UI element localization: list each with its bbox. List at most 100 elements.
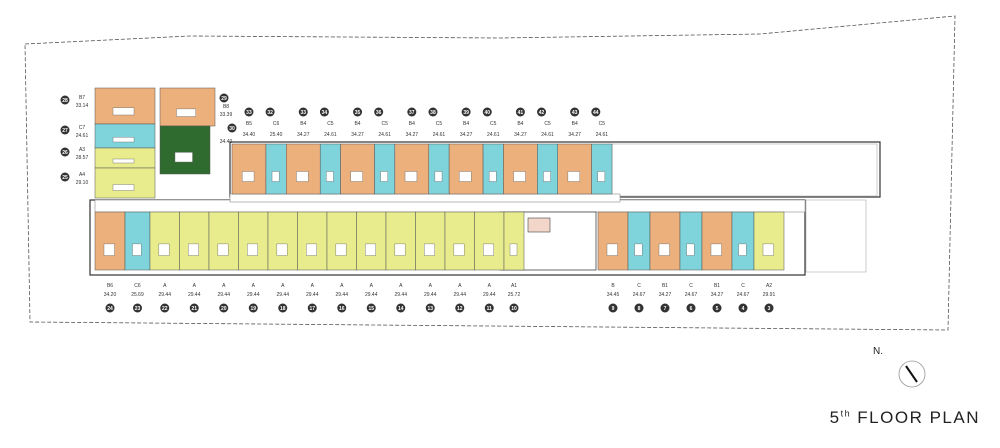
unit-label: C5 xyxy=(599,121,606,127)
unit-12 xyxy=(444,211,475,271)
unit-label: A xyxy=(399,283,403,289)
unit-37 xyxy=(394,143,430,195)
unit-label: 29.44 xyxy=(483,292,496,298)
unit-number-badge xyxy=(337,303,347,313)
unit-number: 21 xyxy=(191,306,197,312)
unit-number-badge xyxy=(482,107,492,117)
unit-number: 16 xyxy=(339,306,345,312)
bathroom-6 xyxy=(686,243,695,256)
unit-label: 29.44 xyxy=(394,292,407,298)
unit-label: 34.27 xyxy=(351,132,364,138)
unit-number-badge xyxy=(461,107,471,117)
unit-number: 34 xyxy=(322,110,328,116)
unit-number-badge xyxy=(484,303,494,313)
unit-number: 6 xyxy=(690,306,693,312)
unit-label: B4 xyxy=(517,121,523,127)
bathroom-33 xyxy=(241,171,255,182)
unit-number-badge xyxy=(60,147,70,157)
unit-number: 36 xyxy=(376,110,382,116)
bathroom-19 xyxy=(247,243,258,256)
unit-label: A xyxy=(311,283,315,289)
unit-36 xyxy=(374,143,396,195)
unit-label: B xyxy=(611,283,615,289)
unit-label: 29.44 xyxy=(306,292,319,298)
unit-number-badge xyxy=(738,303,748,313)
unit-label: B4 xyxy=(409,121,415,127)
unit-33 xyxy=(286,143,321,195)
north-label: N. xyxy=(873,346,883,357)
unit-label: 34.27 xyxy=(514,132,527,138)
bathroom-34 xyxy=(326,171,334,182)
unit-number: 11 xyxy=(487,306,493,312)
unit-number-badge xyxy=(265,107,275,117)
unit-23 xyxy=(124,211,151,271)
bathroom-44 xyxy=(597,171,606,182)
unit-label: 28.57 xyxy=(76,155,89,161)
unit-number-badge xyxy=(608,303,618,313)
bathroom-24 xyxy=(103,243,115,256)
unit-30 xyxy=(159,125,211,175)
unit-44 xyxy=(591,143,613,195)
unit-number: 32 xyxy=(267,110,273,116)
unit-16 xyxy=(326,211,357,271)
unit-17 xyxy=(297,211,328,271)
unit-label: 25.40 xyxy=(270,132,283,138)
unit-label: 29.44 xyxy=(453,292,466,298)
unit-label: B4 xyxy=(354,121,360,127)
unit-number: 10 xyxy=(511,306,517,312)
unit-5 xyxy=(701,211,733,271)
unit-label: A xyxy=(193,283,197,289)
bathroom-16 xyxy=(335,243,347,256)
unit-number-badge xyxy=(60,172,70,182)
unit-number-badge xyxy=(227,123,237,133)
unit-label: 34.27 xyxy=(711,292,724,298)
unit-label: 29.10 xyxy=(76,180,89,186)
bathroom-30 xyxy=(174,152,193,163)
unit-label: 33.14 xyxy=(76,103,89,109)
unit-3 xyxy=(753,211,785,271)
unit-label: 29.91 xyxy=(763,292,776,298)
unit-number: 37 xyxy=(409,110,415,116)
title-rest: FLOOR PLAN xyxy=(851,408,980,427)
unit-label: A xyxy=(429,283,433,289)
unit-42 xyxy=(537,143,558,195)
unit-number-badge xyxy=(219,303,229,313)
unit-number: 5 xyxy=(716,306,719,312)
unit-label: C6 xyxy=(273,121,280,127)
unit-number-badge xyxy=(248,303,258,313)
bathroom-41 xyxy=(513,171,526,182)
unit-27 xyxy=(94,123,156,149)
unit-22 xyxy=(149,211,180,271)
site-boundary xyxy=(24,15,956,331)
unit-41 xyxy=(503,143,538,195)
unit-43 xyxy=(557,143,592,195)
bathroom-9 xyxy=(606,243,618,256)
unit-number-badge xyxy=(407,107,417,117)
unit-number: 12 xyxy=(457,306,463,312)
unit-number: 13 xyxy=(427,306,433,312)
unit-11 xyxy=(474,211,505,271)
unit-34 xyxy=(319,143,341,195)
bathroom-28 xyxy=(112,107,135,116)
unit-number-badge xyxy=(298,107,308,117)
unit-label: A xyxy=(488,283,492,289)
bathroom-32 xyxy=(271,171,280,182)
unit-label: 34.40 xyxy=(220,139,233,145)
unit-label: B6 xyxy=(107,283,113,289)
unit-10 xyxy=(503,211,525,271)
unit-18 xyxy=(267,211,298,271)
unit-label: A xyxy=(252,283,256,289)
unit-number-badge xyxy=(133,303,142,313)
unit-label: 29.44 xyxy=(188,292,201,298)
unit-number-badge xyxy=(537,107,547,117)
unit-40 xyxy=(482,143,504,195)
unit-label: C5 xyxy=(490,121,497,127)
unit-label: 24.61 xyxy=(487,132,500,138)
unit-number: 22 xyxy=(162,306,168,312)
unit-number: 23 xyxy=(135,306,141,312)
bathroom-17 xyxy=(306,243,317,256)
bathroom-22 xyxy=(158,243,170,256)
units-layer xyxy=(94,87,785,271)
unit-label: 29.44 xyxy=(335,292,348,298)
unit-26 xyxy=(94,147,156,169)
